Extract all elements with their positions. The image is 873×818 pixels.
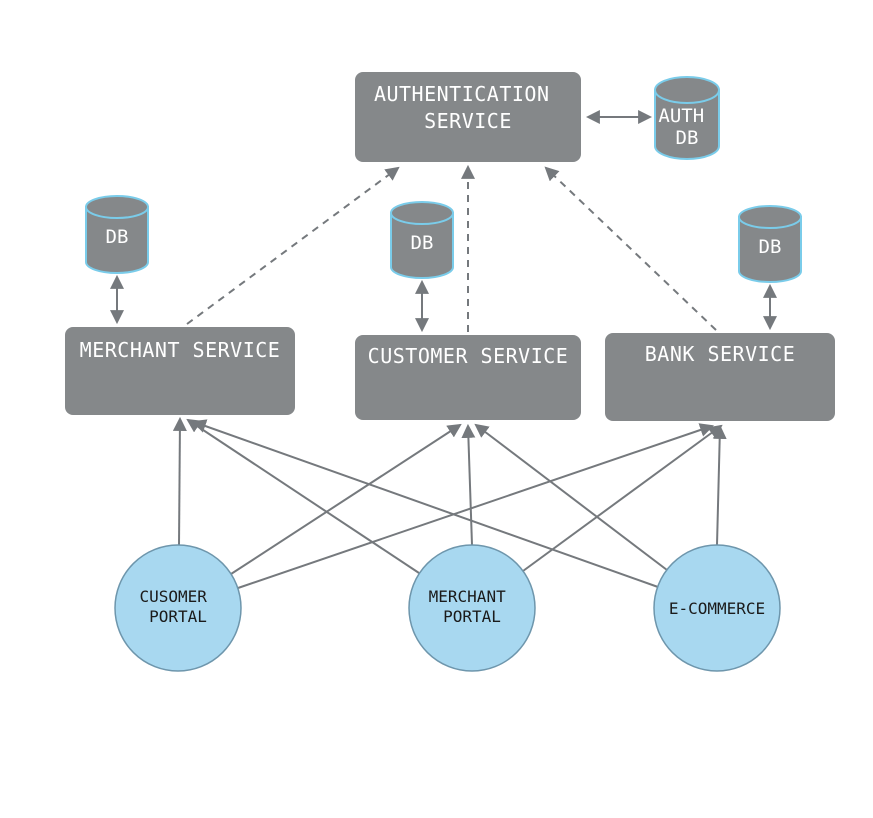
label-line: CUSTOMER SERVICE bbox=[368, 344, 569, 368]
edge-merchant-portal-customer-service bbox=[461, 423, 476, 546]
label-line: MERCHANT SERVICE bbox=[80, 338, 281, 362]
node-customer-service: CUSTOMER SERVICE bbox=[355, 335, 581, 420]
edge-merchant-portal-merchant-service bbox=[186, 418, 420, 574]
edge-merchant-portal-bank-service bbox=[522, 424, 723, 572]
label-line: DB bbox=[106, 226, 129, 248]
label-line: DB bbox=[411, 232, 434, 254]
customer-portal-circle bbox=[114, 544, 242, 672]
label-line: DB bbox=[759, 236, 782, 258]
edge-ecommerce-bank-service bbox=[712, 424, 727, 546]
edge-ecommerce-merchant-service bbox=[192, 419, 659, 588]
merchant-db-cylinder-top bbox=[85, 195, 149, 219]
authentication-service-label: AUTHENTICATION SERVICE bbox=[374, 82, 562, 133]
customer-db-cylinder-body bbox=[390, 212, 454, 279]
label-line: SERVICE bbox=[424, 109, 512, 133]
merchant-service-label: MERCHANT SERVICE bbox=[80, 338, 281, 362]
node-ecommerce: E-COMMERCE bbox=[653, 544, 781, 672]
edge-customer-portal-customer-service bbox=[230, 423, 462, 575]
merchant-db-cylinder-body bbox=[85, 206, 149, 274]
node-merchant-service: MERCHANT SERVICE bbox=[65, 327, 295, 415]
customer-service-box bbox=[355, 335, 581, 420]
label-line: PORTAL bbox=[443, 607, 501, 626]
merchant-portal-label: MERCHANT PORTAL bbox=[429, 587, 516, 626]
customer-db-cylinder-top bbox=[390, 201, 454, 225]
customer-portal-label: CUSOMER PORTAL bbox=[139, 587, 216, 626]
label-line: BANK SERVICE bbox=[645, 342, 796, 366]
label-line: PORTAL bbox=[149, 607, 207, 626]
customer-service-label: CUSTOMER SERVICE bbox=[368, 344, 569, 368]
merchant-db-label: DB bbox=[106, 226, 129, 248]
label-line: AUTH bbox=[658, 105, 704, 127]
label-line: E-COMMERCE bbox=[669, 599, 765, 618]
node-customer-db: DB bbox=[390, 201, 454, 279]
node-customer-portal: CUSOMER PORTAL bbox=[114, 544, 242, 672]
auth-db-label: AUTH DB bbox=[658, 105, 715, 149]
node-bank-service: BANK SERVICE bbox=[605, 333, 835, 421]
edge-customer-portal-merchant-service bbox=[172, 416, 187, 546]
label-line: DB bbox=[676, 127, 699, 149]
bank-db-cylinder-top bbox=[738, 205, 802, 229]
node-authentication-service: AUTHENTICATION SERVICE bbox=[355, 72, 581, 162]
authentication-service-box bbox=[355, 72, 581, 162]
auth-db-cylinder-body bbox=[654, 89, 720, 160]
ecommerce-circle bbox=[653, 544, 781, 672]
label-line: AUTHENTICATION bbox=[374, 82, 550, 106]
bank-db-cylinder-body bbox=[738, 216, 802, 283]
node-merchant-db: DB bbox=[85, 195, 149, 274]
merchant-portal-circle bbox=[408, 544, 536, 672]
edge-bank-service-auth-service bbox=[544, 166, 717, 331]
node-bank-db: DB bbox=[738, 205, 802, 283]
merchant-service-box bbox=[65, 327, 295, 415]
customer-db-label: DB bbox=[411, 232, 434, 254]
label-line: CUSOMER bbox=[139, 587, 207, 606]
edge-ecommerce-customer-service bbox=[474, 423, 668, 571]
bank-db-label: DB bbox=[759, 236, 782, 258]
bank-service-label: BANK SERVICE bbox=[645, 342, 796, 366]
node-auth-db: AUTH DB bbox=[654, 76, 720, 160]
node-merchant-portal: MERCHANT PORTAL bbox=[408, 544, 536, 672]
edge-merchant-service-auth-service bbox=[186, 166, 400, 325]
bank-service-box bbox=[605, 333, 835, 421]
edge-customer-portal-bank-service bbox=[237, 423, 714, 589]
auth-db-cylinder-top bbox=[654, 76, 720, 104]
label-line: MERCHANT bbox=[429, 587, 506, 606]
ecommerce-label: E-COMMERCE bbox=[669, 599, 765, 618]
